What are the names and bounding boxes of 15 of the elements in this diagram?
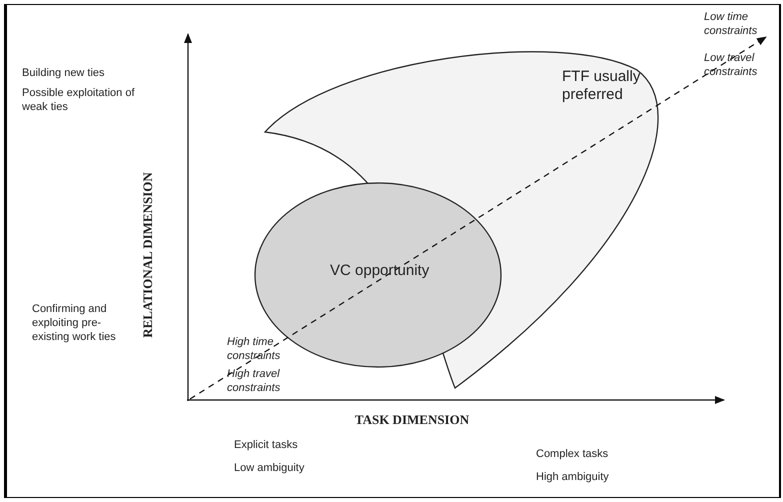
constraint-note: Low travel constraints: [704, 51, 758, 79]
axis-title: TASK DIMENSION: [354, 413, 470, 427]
axis-note: Explicit tasks: [234, 438, 299, 452]
axis-note: Low ambiguity: [234, 461, 306, 475]
axis-note: High ambiguity: [536, 470, 610, 484]
side-note: Confirming and exploiting pre-existing work ties: [32, 302, 117, 344]
constraint-note: Low time constraints: [704, 10, 758, 38]
axis-note: Complex tasks: [536, 447, 610, 461]
constraint-note: High time constraints: [227, 335, 282, 363]
side-note: Possible exploitation of weak ties: [22, 86, 136, 114]
axis-title: RELATIONAL DIMENSION: [141, 172, 155, 338]
side-note: Building new ties: [22, 66, 106, 80]
region-label: VC opportunity: [330, 262, 430, 280]
constraint-note: High travel constraints: [227, 367, 282, 395]
region-label: FTF usually preferred: [562, 68, 642, 104]
